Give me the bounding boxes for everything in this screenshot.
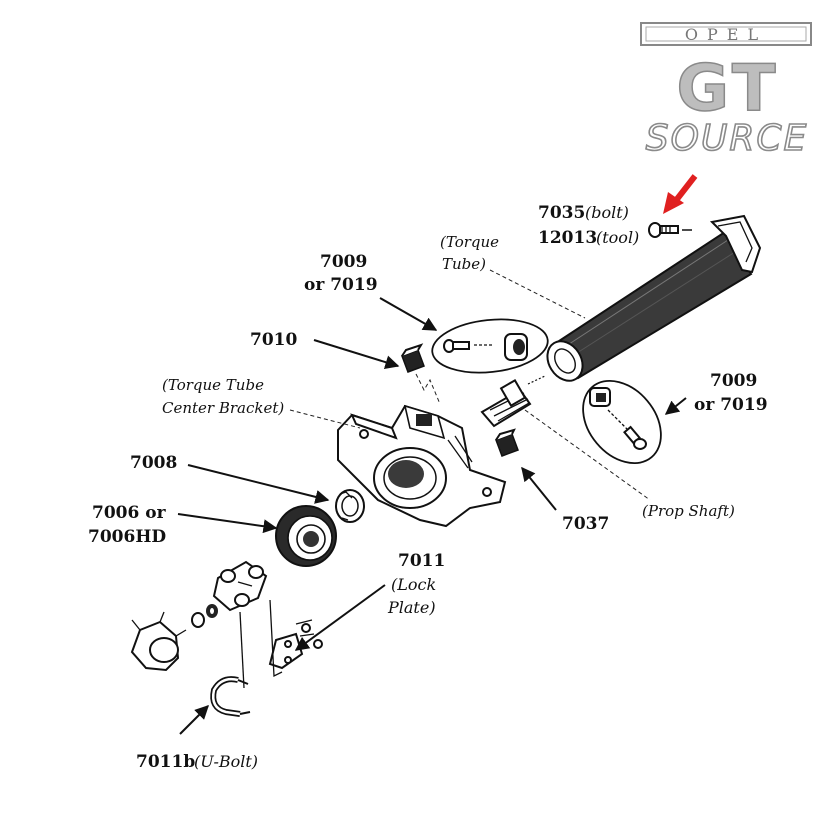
label-7009-top-line2: or 7019 [304,275,378,295]
label-7009-right-line2: or 7019 [694,395,768,415]
torque-tube [546,214,762,382]
label-7008: 7008 [130,453,177,473]
label-7009-top: 7009 or 7019 [304,252,378,295]
label-7011-line2: Plate) [387,598,436,617]
bolt-7035 [648,222,692,238]
label-7037: 7037 [562,514,609,534]
callout-arrows [177,297,687,735]
label-center-bracket: (Torque Tube Center Bracket) [162,376,284,417]
rubber-block-7010 [401,343,441,405]
label-torque-tube: (Torque Tube) [440,233,499,273]
logo-tagline: SOURCE [646,118,808,159]
label-7009-right-line1: 7009 [710,371,757,391]
logo-model: GT [676,52,779,126]
label-7006: 7006 or 7006HD [88,503,167,547]
label-12013: 12013 (tool) [538,228,639,248]
label-prop-shaft: (Prop Shaft) [642,502,735,520]
label-7011-line1: (Lock [391,575,436,594]
opel-gt-source-logo: OPEL GT SOURCE [640,22,812,160]
lock-plate-7011 [268,619,323,670]
label-7008-part: 7008 [130,453,177,473]
bearing-7008 [335,489,365,523]
label-torque-tube-line2: Tube) [442,255,486,273]
label-prop-shaft-text: (Prop Shaft) [642,502,735,520]
washers [191,604,218,628]
bushing-7037 [495,428,519,457]
label-center-bracket-line1: (Torque Tube [162,376,264,394]
torque-tube-center-bracket [337,404,507,528]
label-7035: 7035 (bolt) [538,203,629,223]
label-7035-part: 7035 [538,203,585,223]
label-12013-part: 12013 [538,228,597,248]
label-7011b-part: 7011b [136,752,195,772]
mount-7009-right-detail [582,379,662,465]
differential-flange [130,611,187,672]
label-7011b: 7011b (U-Bolt) [136,752,258,772]
label-7035-desc: (bolt) [585,203,629,222]
label-7011b-desc: (U-Bolt) [194,752,258,771]
label-7006-line2: 7006HD [88,527,166,547]
label-7011: 7011 (Lock Plate) [387,551,445,617]
logo-brand: OPEL [685,25,767,44]
label-7037-part: 7037 [562,514,609,534]
highlight-arrow-icon [663,174,698,214]
label-7006-line1: 7006 or [92,503,167,523]
label-7009-right: 7009 or 7019 [694,371,768,415]
label-torque-tube-line1: (Torque [440,233,499,251]
mount-7009-top-detail [431,318,549,374]
label-7010-part: 7010 [250,330,297,350]
prop-shaft-yoke [480,375,546,428]
rubber-mount-7006 [275,505,337,567]
label-7009-top-line1: 7009 [320,252,367,272]
label-7010: 7010 [250,330,297,350]
label-7011-part: 7011 [398,551,445,571]
label-12013-desc: (tool) [596,228,639,247]
universal-joint [212,560,268,612]
u-bolt-7011b [210,676,251,717]
label-center-bracket-line2: Center Bracket) [162,399,284,417]
